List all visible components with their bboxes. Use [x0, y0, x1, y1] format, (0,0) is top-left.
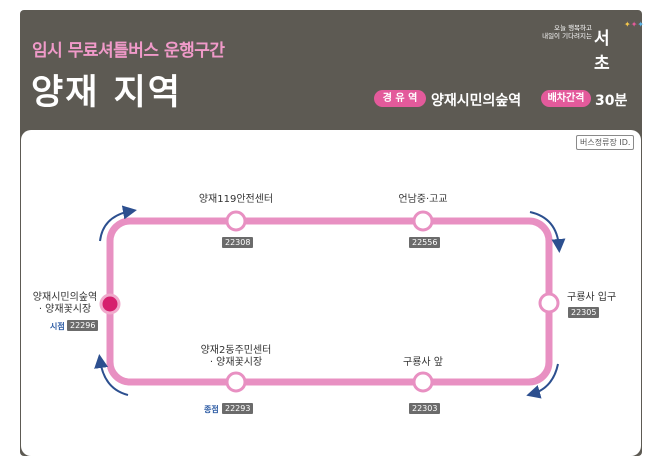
end-tag: 종점 [204, 405, 219, 414]
via-station-badge: 경 유 역 [374, 90, 426, 107]
stop-id: 22296 [67, 320, 99, 331]
stop-marker [412, 210, 434, 232]
stop-id: 22303 [409, 403, 441, 414]
stop-name-line1: 양재2동주민센터 [200, 345, 272, 356]
route-loop [106, 217, 553, 386]
stop-marker [225, 371, 247, 393]
direction-arrow-top-left [99, 205, 137, 242]
direction-arrow-bottom-right [526, 363, 559, 399]
logo-slogan-line1: 오늘 행복하고 [554, 24, 592, 32]
stop-id: 22293 [222, 403, 254, 414]
stop-name-line2: · 양재꽃시장 [209, 357, 263, 368]
logo-brand: 서초 [594, 29, 610, 74]
logo-slogan: 오늘 행복하고 내일이 기다려지는 [528, 24, 592, 40]
bus-stop-id-legend: 버스정류장 ID. [576, 135, 635, 150]
stop-name: 양재2동주민센터 · 양재꽃시장 [196, 345, 276, 369]
direction-arrow-top-right [529, 211, 566, 253]
interval-badge: 배차간격 [541, 90, 591, 107]
stop-marker [412, 371, 434, 393]
logo-slogan-line2: 내일이 기다려지는 [542, 32, 592, 40]
stop-marker-start [99, 293, 121, 315]
interval-value: 30분 [595, 93, 628, 109]
stop-id: 22556 [409, 237, 441, 248]
stop-name-line1: 양재시민의숲역 [32, 292, 98, 303]
route-map-panel [21, 130, 641, 456]
stop-marker [538, 292, 560, 314]
page-title: 양재 지역 [31, 73, 182, 113]
via-station-value: 양재시민의숲역 [431, 93, 522, 109]
stop-name: 구룡사 입구 [567, 292, 617, 303]
stop-name-line2: · 양재꽃시장 [38, 304, 92, 315]
stop-id: 22305 [568, 307, 600, 318]
direction-arrow-bottom-left [94, 354, 129, 396]
stop-id: 22308 [222, 237, 254, 248]
start-tag: 시점 [50, 322, 65, 331]
stop-name: 양재시민의숲역 · 양재꽃시장 [28, 292, 102, 316]
star-icon: ✦✦✦ [624, 20, 645, 29]
stop-name: 양재119안전센터 [198, 194, 274, 205]
page-subtitle: 임시 무료셔틀버스 운행구간 [32, 41, 225, 61]
stop-marker [225, 210, 247, 232]
stop-name: 구룡사 앞 [403, 357, 443, 368]
stop-name: 언남중·고교 [398, 194, 448, 205]
